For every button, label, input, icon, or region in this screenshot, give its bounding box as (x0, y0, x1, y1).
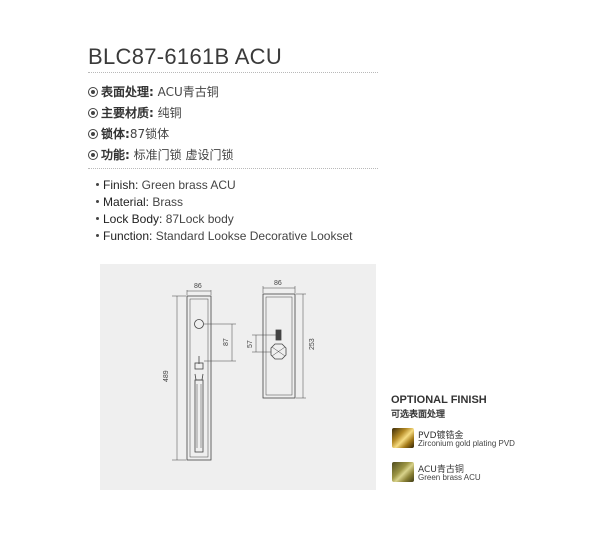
spec-value: Brass (149, 195, 184, 209)
left-plate-outline (186, 295, 212, 461)
function-icon (88, 150, 98, 160)
spec-value: 纯铜 (153, 106, 182, 120)
bullet-icon (96, 234, 99, 237)
left-cylinder-hole (194, 319, 204, 329)
spec-value: 标准门锁 虚设门锁 (129, 148, 234, 162)
right-keyhole (275, 329, 282, 341)
bullet-icon (96, 200, 99, 203)
material-icon (88, 108, 98, 118)
spec-label: 功能: (101, 148, 130, 162)
finish-swatch-pvd (392, 428, 414, 448)
spec-divider (88, 168, 378, 169)
spec-row-function: 功能: 标准门锁 虚设门锁 (88, 145, 233, 166)
right-knob-hexagon (270, 343, 287, 360)
left-plate-inner (189, 298, 209, 458)
spec-label: Function: (103, 229, 153, 243)
spec-label: 表面处理: (101, 85, 154, 99)
left-handle-top (194, 373, 204, 381)
finish-option-description: Zirconium gold plating PVD (418, 439, 515, 448)
spec-value: 87Lock body (162, 212, 234, 226)
finish-option-name: ACU青古铜 (418, 465, 464, 475)
spec-label: 主要材质: (101, 106, 154, 120)
backset-label: 87 (223, 338, 230, 346)
title-divider (88, 72, 378, 73)
right-height-label: 253 (309, 338, 316, 350)
finish-option-name: PVD镀锆金 (418, 431, 464, 441)
optional-finish-title: OPTIONAL FINISH (391, 394, 487, 406)
left-height-label: 489 (163, 370, 170, 382)
spec-value: Standard Lookse Decorative Lookset (152, 229, 353, 243)
lock-body-icon (88, 129, 98, 139)
product-title: BLC87-6161B ACU (88, 44, 283, 69)
spec-label: Material: (103, 195, 150, 209)
spec-row-finish-en: Finish: Green brass ACU (96, 177, 352, 194)
spec-row-finish: 表面处理: ACU青古铜 (88, 82, 233, 103)
right-offset-label: 57 (247, 340, 254, 348)
spec-row-material-en: Material: Brass (96, 194, 352, 211)
spec-value: Green brass ACU (138, 178, 236, 192)
spec-row-lock-body-en: Lock Body: 87Lock body (96, 211, 352, 228)
right-plate-outline (262, 293, 296, 399)
left-width-label: 86 (194, 283, 202, 290)
finish-icon (88, 87, 98, 97)
finish-swatch-acu (392, 462, 414, 482)
bullet-icon (96, 183, 99, 186)
spec-row-lock-body: 锁体:87锁体 (88, 124, 233, 145)
spec-label: 锁体: (101, 127, 130, 141)
bullet-icon (96, 217, 99, 220)
right-width-label: 86 (274, 280, 282, 287)
spec-list-chinese: 表面处理: ACU青古铜 主要材质: 纯铜 锁体:87锁体 功能: 标准门锁 虚… (88, 82, 233, 166)
technical-drawing: 86 489 87 86 253 57 (100, 264, 376, 490)
spec-label: Lock Body: (103, 212, 163, 226)
spec-row-material: 主要材质: 纯铜 (88, 103, 233, 124)
optional-finish-subtitle: 可选表面处理 (391, 410, 446, 420)
finish-option-description: Green brass ACU (418, 473, 481, 482)
left-handle-grip (194, 379, 204, 453)
spec-value: 87锁体 (129, 127, 170, 141)
spec-list-english: Finish: Green brass ACU Material: Brass … (96, 177, 352, 245)
right-plate-inner (265, 296, 293, 396)
spec-row-function-en: Function: Standard Lookse Decorative Loo… (96, 228, 352, 245)
left-thumb-piece (194, 362, 204, 370)
spec-value: ACU青古铜 (153, 85, 219, 99)
spec-label: Finish: (103, 178, 139, 192)
technical-drawing-svg: 86 489 87 86 253 57 (163, 280, 316, 461)
